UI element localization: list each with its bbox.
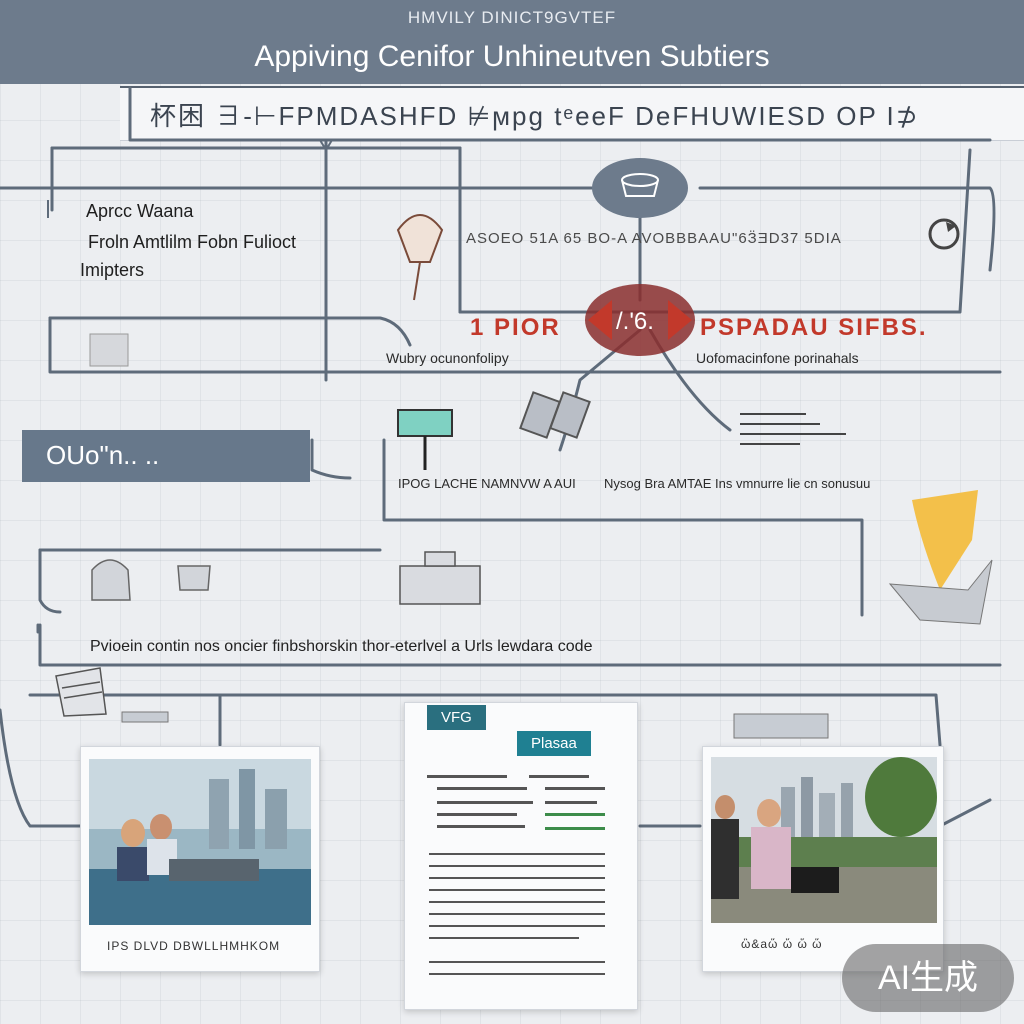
box-icon [89, 333, 129, 367]
gadget-icon [733, 713, 829, 739]
office-photo-image [89, 759, 311, 925]
band-text: 杯困 ∃-⊢FPMDASHFD ⊭ϻpg tᵉeeF DeFHUWIESD OP… [150, 101, 920, 131]
left-mid-label: Froln Amtlilm Fobn Fulioct [88, 232, 297, 252]
left-bottom-label: Imipters [80, 260, 145, 280]
doc-line [437, 787, 527, 790]
page-title: Appiving Cenifor Unhineutven Subtiers [254, 40, 770, 73]
row-caption-1: IPOG LACHE NAMNVW A AUI [398, 476, 576, 491]
doc-line [429, 925, 605, 927]
doc-line [429, 889, 605, 891]
doc-line [545, 827, 605, 830]
mid-right-label: Uofomacinfone porinahals [696, 350, 859, 366]
left-top-label: Aprcc Waana [86, 201, 194, 221]
photo-left-caption: IPS DLVD DBWLLHMHKOM [107, 939, 281, 953]
doc-line [437, 813, 517, 816]
document-card: VFG Plasaa [404, 702, 638, 1010]
doc-line [429, 937, 579, 939]
mid-left-label: Wubry ocunonfolipy [386, 350, 509, 366]
red-label-left: 1 PIOR [470, 314, 561, 341]
outdoor-photo-image [711, 757, 937, 923]
left-bar [22, 430, 310, 482]
center-node-label: /.'6. [616, 308, 654, 335]
camera-icon [519, 391, 591, 439]
doc-line [545, 787, 605, 790]
row-caption-2: Nysog Bra AMTAE Ins vmnurre lie cn sonus… [604, 476, 871, 491]
code-row: ASOEO 51A 65 BO-A AVOBBBAAU"6ӞƎD37 5DIA [466, 230, 842, 247]
photo-card-right: ὢ&aὥ ὥ ὥ ὥ [702, 746, 944, 972]
watermark-badge: AI生成 [842, 944, 1014, 1012]
doc-line [429, 913, 605, 915]
doc-line [427, 775, 507, 778]
doc-line [437, 801, 533, 804]
photo-card-left: IPS DLVD DBWLLHMHKOM [80, 746, 320, 972]
doc-line [545, 801, 597, 804]
red-label-right: PSPADAU SIFBS. [700, 314, 928, 341]
doc-line [429, 973, 605, 975]
doc-line [429, 901, 605, 903]
doc-line [429, 865, 605, 867]
doc-line [429, 961, 605, 963]
briefcase-icon [399, 551, 481, 605]
fire-icon [888, 490, 993, 625]
top-band [120, 86, 1024, 141]
doc-line [429, 853, 605, 855]
refresh-icon [928, 218, 960, 250]
center-node-icon [585, 284, 695, 356]
left-bar-label: OUo"n.. .. [46, 440, 160, 470]
doc-line [429, 877, 605, 879]
header-bar [0, 0, 1024, 84]
document-tag-top: VFG [427, 705, 486, 730]
doc-line [529, 775, 589, 778]
list-icon [740, 413, 846, 445]
long-row-text: Pvioein contin nos oncier finbshorskin t… [90, 638, 593, 655]
wave-icon [91, 559, 211, 601]
photo-right-caption: ὢ&aὥ ὥ ὥ ὥ [741, 937, 823, 951]
doc-line [437, 825, 525, 828]
document-tag: Plasaa [517, 731, 591, 756]
folder-icon [55, 667, 107, 717]
top-node-icon [592, 158, 688, 218]
lamp-icon [396, 214, 444, 301]
monitor-icon [397, 409, 453, 470]
header-subtitle: HMVILY DINICT9GVTEF [407, 8, 617, 27]
doc-line [545, 813, 605, 816]
